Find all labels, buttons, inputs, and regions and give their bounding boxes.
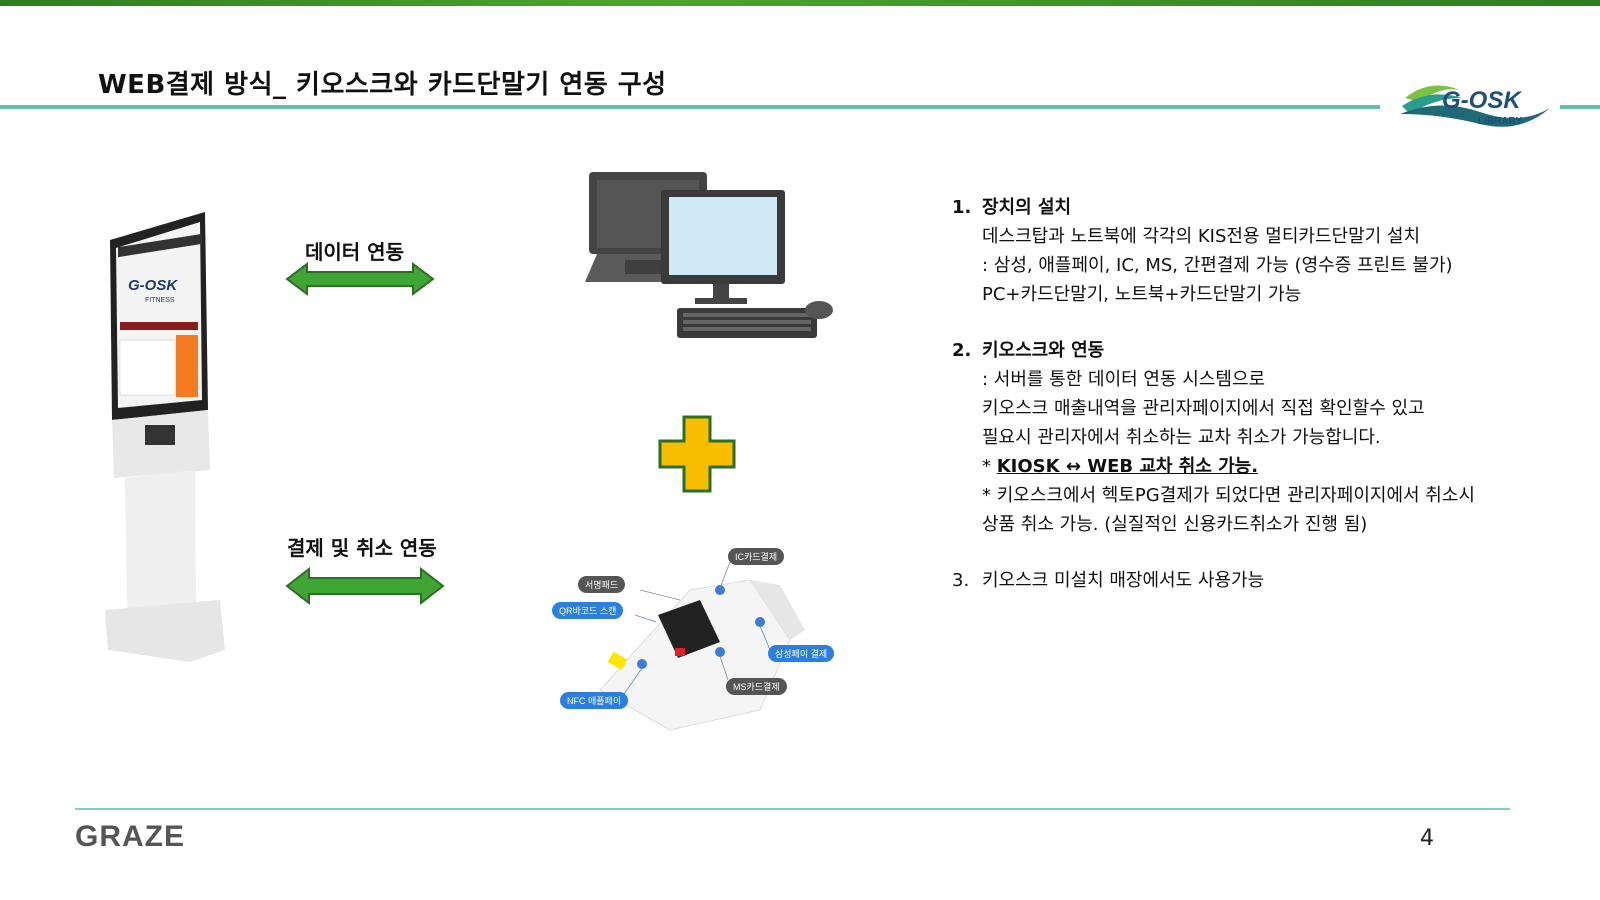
section-line: PC+카드단말기, 노트북+카드단말기 가능	[982, 284, 1302, 305]
callout-ic-card: IC카드결제	[728, 548, 785, 565]
section-kiosk-link: 2. 키오스크와 연동 : 서버를 통한 데이터 연동 시스템으로 키오스크 매…	[952, 336, 1552, 539]
section-no-kiosk: 3. 키오스크 미설치 매장에서도 사용가능	[952, 566, 1552, 595]
data-link-arrow	[285, 262, 435, 296]
callout-sign-pad: 서명패드	[578, 576, 626, 593]
description-list: 1. 장치의 설치 데스크탑과 노트북에 각각의 KIS전용 멀티카드단말기 설…	[952, 193, 1552, 595]
section-line: 필요시 관리자에서 취소하는 교차 취소가 가능합니다.	[982, 427, 1381, 448]
cross-cancel-note: KIOSK ↔ WEB 교차 취소 가능.	[996, 456, 1259, 477]
logo-text: G-OSK	[1442, 87, 1522, 114]
section-number: 2.	[952, 340, 972, 361]
title-divider-right	[1560, 105, 1600, 109]
page-title: WEB결제 방식_ 키오스크와 카드단말기 연동 구성	[98, 70, 667, 100]
plus-icon	[658, 415, 736, 493]
kiosk-image: G-OSK FITNESS	[105, 212, 225, 662]
payment-link-arrow	[285, 567, 445, 605]
payment-link-label: 결제 및 취소 연동	[287, 536, 437, 560]
section-line: * 키오스크에서 헥토PG결제가 되었다면 관리자페이지에서 취소시	[982, 485, 1475, 506]
section-line-highlight: * KIOSK ↔ WEB 교차 취소 가능.	[982, 452, 1552, 481]
section-title: 장치의 설치	[982, 197, 1072, 218]
data-link-label: 데이터 연동	[305, 240, 404, 264]
section-title: 키오스크와 연동	[982, 340, 1105, 361]
kiosk-screen-brand: G-OSK	[128, 277, 178, 294]
section-device-install: 1. 장치의 설치 데스크탑과 노트북에 각각의 KIS전용 멀티카드단말기 설…	[952, 193, 1552, 309]
section-number: 3.	[952, 570, 970, 591]
section-line: 키오스크 미설치 매장에서도 사용가능	[982, 570, 1265, 591]
callout-samsung-pay: 삼성페이 결제	[768, 645, 835, 662]
footer-divider	[75, 808, 1510, 810]
desktop-laptop-image	[585, 172, 833, 338]
logo-subtext: LIBRARY	[1478, 116, 1522, 127]
logo-wave-icon	[1400, 105, 1550, 127]
section-line: 상품 취소 가능. (실질적인 신용카드취소가 진행 됨)	[982, 514, 1368, 535]
page-number: 4	[1420, 826, 1434, 851]
kiosk-screen-sub: FITNESS	[145, 297, 175, 304]
callout-nfc-apple-pay: NFC 애플페이	[560, 692, 629, 709]
section-line: : 서버를 통한 데이터 연동 시스템으로	[982, 369, 1266, 390]
graze-logo: GRAZE	[75, 820, 185, 853]
section-number: 1.	[952, 197, 972, 218]
title-divider	[0, 105, 1380, 109]
callout-qr-scan: QR바코드 스캔	[552, 602, 624, 619]
section-line: : 삼성, 애플페이, IC, MS, 간편결제 가능 (영수증 프린트 불가)	[982, 255, 1453, 276]
callout-ms-card: MS카드결제	[726, 678, 787, 695]
top-accent-bar	[0, 0, 1600, 6]
section-line: 데스크탑과 노트북에 각각의 KIS전용 멀티카드단말기 설치	[982, 226, 1421, 247]
bullet-prefix: *	[982, 456, 997, 477]
g-osk-library-logo: G-OSK LIBRARY	[1400, 85, 1550, 127]
section-line: 키오스크 매출내역을 관리자페이지에서 직접 확인할수 있고	[982, 398, 1425, 419]
